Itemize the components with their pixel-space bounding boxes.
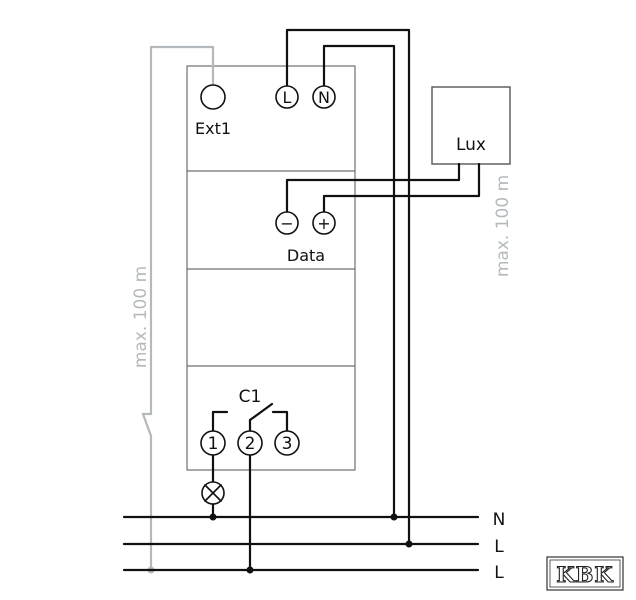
lamp-icon <box>201 481 225 505</box>
data-plus-wire <box>322 162 481 215</box>
data-plus-terminal <box>312 211 336 235</box>
n-supply-wire <box>322 44 396 519</box>
bus-label-l1: L <box>494 537 504 557</box>
brand-logo: KBK <box>546 556 624 591</box>
device-housing <box>186 65 356 471</box>
l-supply-wire <box>285 28 411 546</box>
ext-input-terminal <box>200 84 226 110</box>
data-minus-label: − <box>280 214 293 233</box>
l-junction-dot <box>405 540 413 548</box>
l-terminal <box>275 85 299 109</box>
contact-switch-blade <box>248 402 274 422</box>
contact-2-terminal <box>237 430 263 456</box>
ext-distance-label: max. 100 m <box>131 266 151 368</box>
contact-2-label: 2 <box>245 434 256 454</box>
sensor-distance-label: max. 100 m <box>493 175 513 277</box>
contact-3-lead <box>271 410 289 433</box>
channel-label: C1 <box>239 387 262 407</box>
ext-input-label: Ext1 <box>195 119 231 138</box>
contact-3-terminal <box>274 430 300 456</box>
lux-sensor-label: Lux <box>456 135 486 155</box>
data-label: Data <box>287 246 325 265</box>
data-minus-wire <box>285 162 461 215</box>
bus-label-n: N <box>493 510 506 530</box>
contact-1-terminal <box>200 430 226 456</box>
n-terminal-label: N <box>318 88 330 107</box>
ext-switch-lever <box>141 412 153 438</box>
n-junction-dot <box>390 513 398 521</box>
contact-3-label: 3 <box>282 434 293 454</box>
l-terminal-label: L <box>283 88 292 107</box>
brand-logo-text: KBK <box>556 562 613 587</box>
contact-1-lead <box>211 410 229 433</box>
bus-label-l2: L <box>494 563 504 583</box>
contact-1-label: 1 <box>208 434 219 454</box>
n-terminal <box>312 85 336 109</box>
lamp-junction-dot <box>209 513 217 521</box>
feed-junction-dot <box>246 566 254 574</box>
data-plus-label: + <box>317 214 330 233</box>
data-minus-terminal <box>275 211 299 235</box>
ext-wire-upper <box>149 45 215 416</box>
lux-sensor-box <box>431 86 511 165</box>
